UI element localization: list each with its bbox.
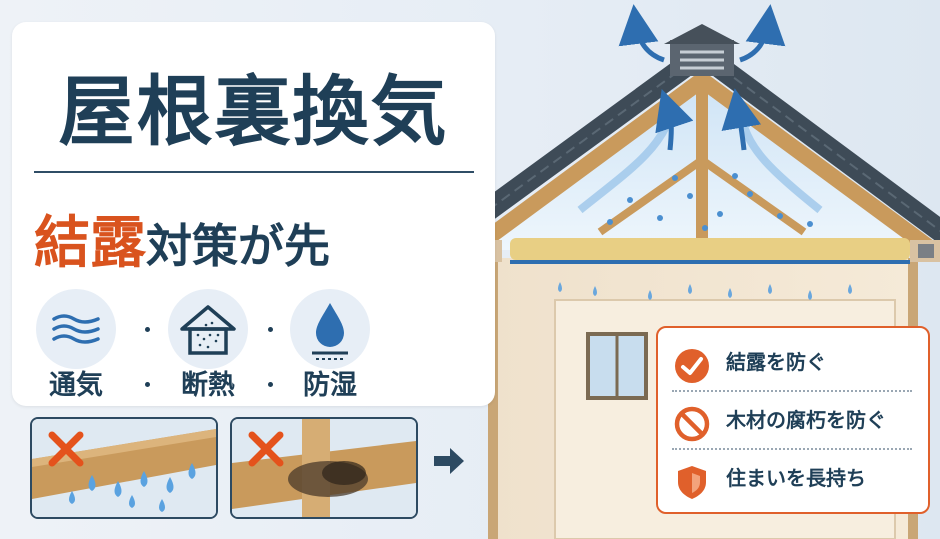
- subtitle: 結露対策が先: [34, 216, 330, 272]
- benefit-text: 木材の腐朽を防ぐ: [726, 408, 886, 432]
- cross-mark-icon: [248, 431, 284, 467]
- feature-label-insulation: 断熱: [181, 370, 235, 401]
- separator-dot: [145, 327, 150, 332]
- wind-icon: [36, 289, 116, 369]
- benefit-item: 木材の腐朽を防ぐ: [658, 392, 928, 450]
- benefit-item: 住まいを長持ち: [658, 450, 928, 508]
- benefit-text: 住まいを長持ち: [726, 466, 866, 490]
- check-circle-icon: [675, 349, 709, 383]
- page-title: 屋根裏換気: [58, 67, 449, 156]
- separator-dot: [268, 382, 273, 387]
- subtitle-rest: 対策が先: [146, 219, 330, 273]
- feature-label-ventilation: 通気: [49, 370, 103, 401]
- divider: [672, 390, 912, 392]
- benefit-text: 結露を防ぐ: [726, 350, 826, 374]
- benefit-item: 結露を防ぐ: [658, 334, 928, 392]
- subtitle-highlight: 結露: [34, 211, 146, 276]
- cross-mark-icon: [48, 431, 84, 467]
- problem-tile-condensation: [30, 417, 218, 519]
- benefits-panel: 結露を防ぐ 木材の腐朽を防ぐ 住まいを長持ち: [656, 326, 930, 514]
- problem-tile-rot: [230, 417, 418, 519]
- arrow-right-icon: [434, 448, 464, 474]
- insulated-house-icon: [168, 289, 248, 369]
- feature-label-moisture-barrier: 防湿: [303, 370, 357, 401]
- prohibited-icon: [674, 406, 710, 442]
- separator-dot: [145, 382, 150, 387]
- water-drop-icon: [290, 289, 370, 369]
- title-divider: [34, 171, 474, 173]
- shield-icon: [678, 466, 706, 499]
- divider: [672, 448, 912, 450]
- separator-dot: [268, 327, 273, 332]
